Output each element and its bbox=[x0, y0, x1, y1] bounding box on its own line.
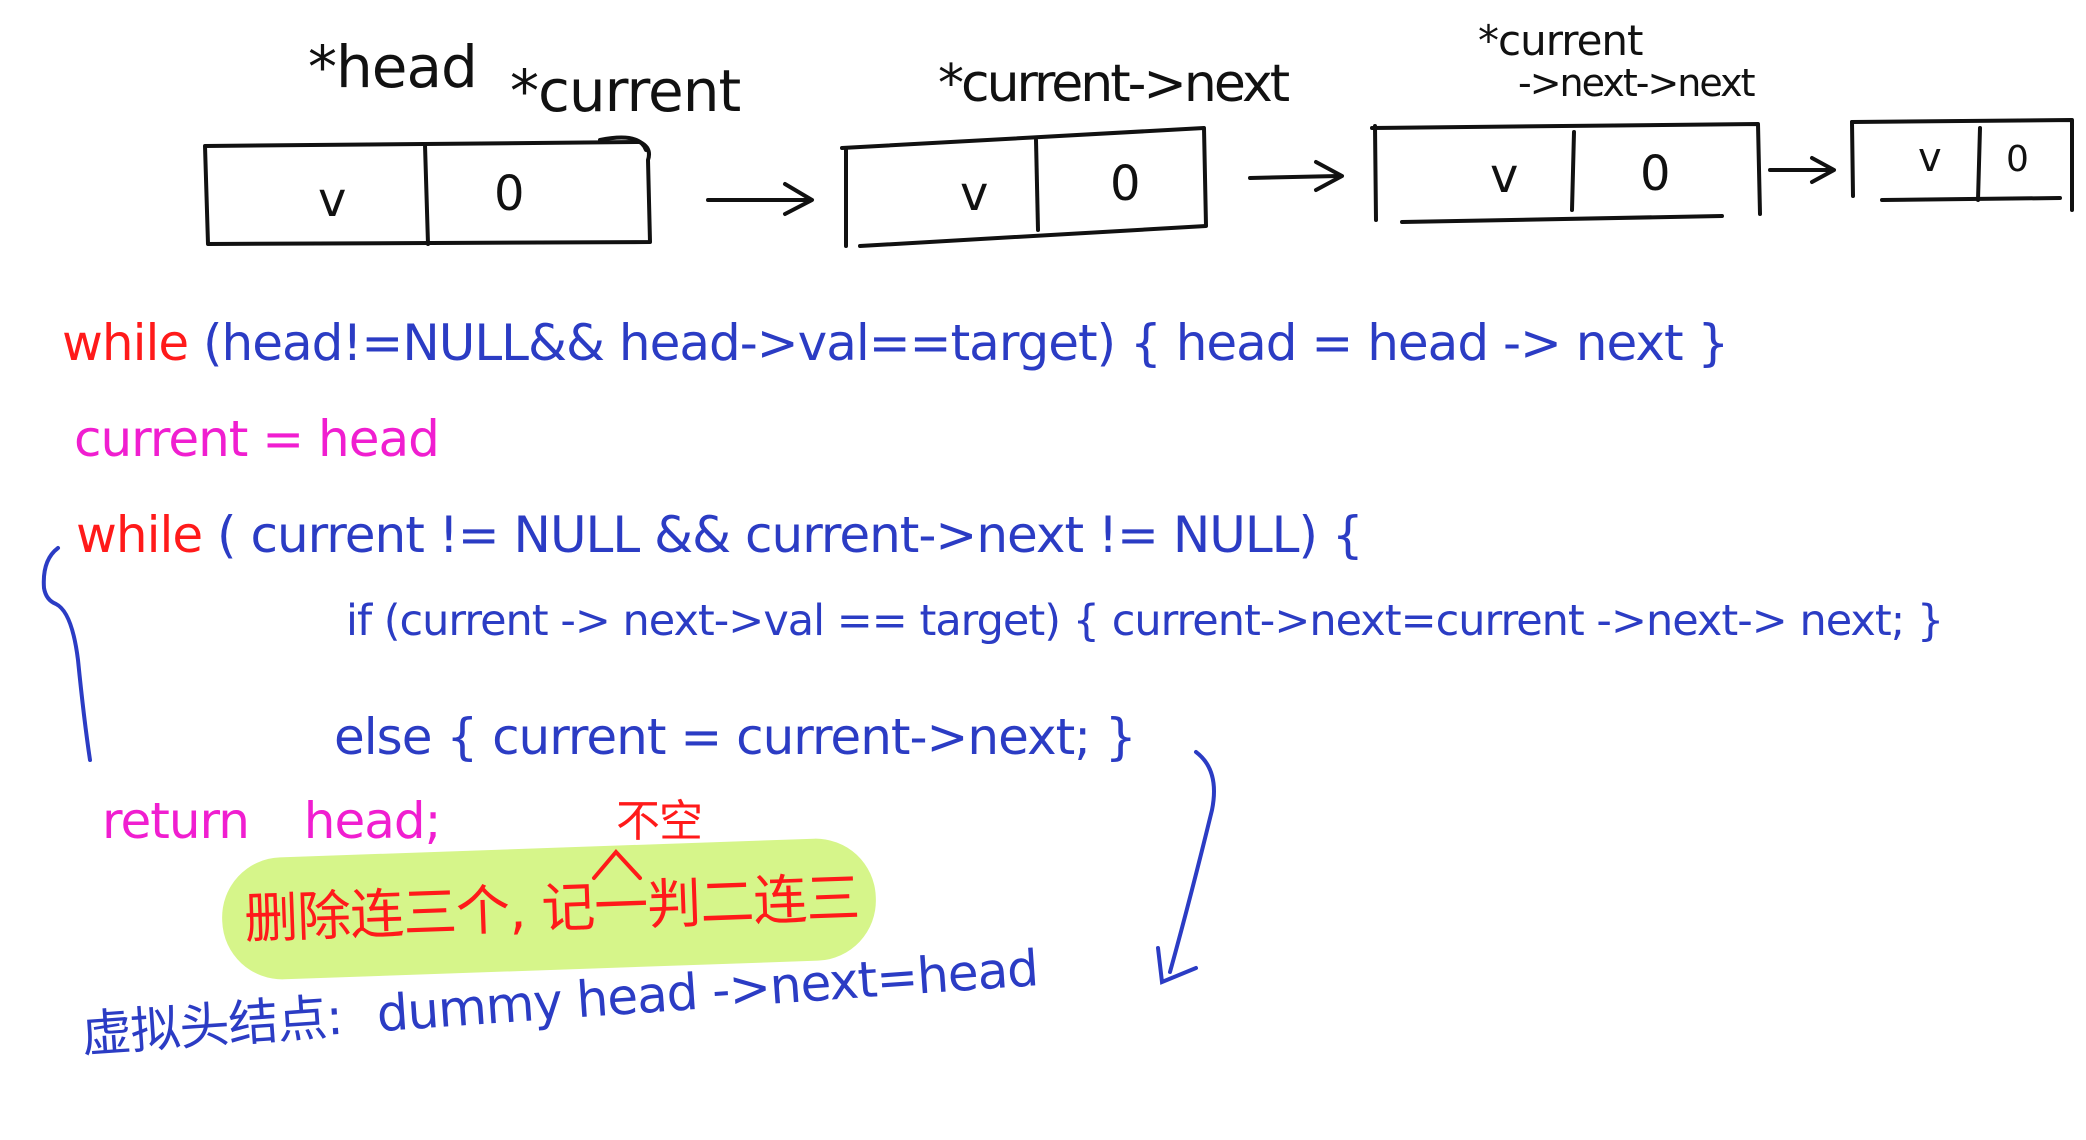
node-4-next: 0 bbox=[2006, 139, 2029, 180]
down-arrow-icon bbox=[1156, 750, 1216, 985]
node-4-val: v bbox=[1918, 135, 1942, 181]
node-box-4 bbox=[1850, 118, 2074, 212]
keyword-while: while bbox=[76, 506, 203, 564]
pointer-label-current-2: *current bbox=[1478, 16, 1644, 65]
insert-word: 不空 bbox=[616, 796, 703, 847]
node-box-1 bbox=[203, 135, 652, 246]
pointer-label-current-next: *current->next bbox=[938, 54, 1290, 114]
arrow-3-icon bbox=[1768, 156, 1836, 184]
node-2-val: v bbox=[960, 166, 988, 222]
code-line-5: else { current = current->next; } bbox=[334, 708, 1137, 766]
node-box-3 bbox=[1370, 122, 1762, 224]
code-line-3-text: ( current != NULL && current->next != NU… bbox=[217, 506, 1364, 564]
node-1-next: 0 bbox=[494, 166, 525, 222]
code-line-4: if (current -> next->val == target) { cu… bbox=[346, 596, 1944, 646]
keyword-while: while bbox=[62, 314, 189, 372]
brace-icon bbox=[41, 546, 92, 762]
code-line-2: current = head bbox=[74, 410, 440, 468]
code-line-6-text: head; bbox=[303, 792, 442, 850]
pointer-label-next-next: ->next->next bbox=[1518, 61, 1755, 105]
node-3-next: 0 bbox=[1640, 146, 1671, 202]
pointer-label-current: *current bbox=[510, 57, 741, 125]
insert-caret-icon bbox=[592, 848, 642, 880]
code-line-1-text: (head!=NULL&& head->val==target) { head … bbox=[203, 314, 1729, 372]
arrow-2-icon bbox=[1248, 160, 1344, 192]
node-1-val: v bbox=[318, 172, 346, 228]
node-3-val: v bbox=[1490, 148, 1518, 204]
code-line-3: while ( current != NULL && current->next… bbox=[76, 510, 1364, 560]
arrow-1-icon bbox=[706, 182, 814, 216]
pointer-label-head: *head bbox=[308, 33, 478, 101]
code-line-1: while (head!=NULL&& head->val==target) {… bbox=[62, 318, 1729, 368]
keyword-return: return bbox=[102, 792, 250, 850]
node-2-next: 0 bbox=[1110, 156, 1141, 212]
code-line-6: return head; bbox=[102, 796, 441, 846]
node-box-2 bbox=[840, 126, 1208, 248]
